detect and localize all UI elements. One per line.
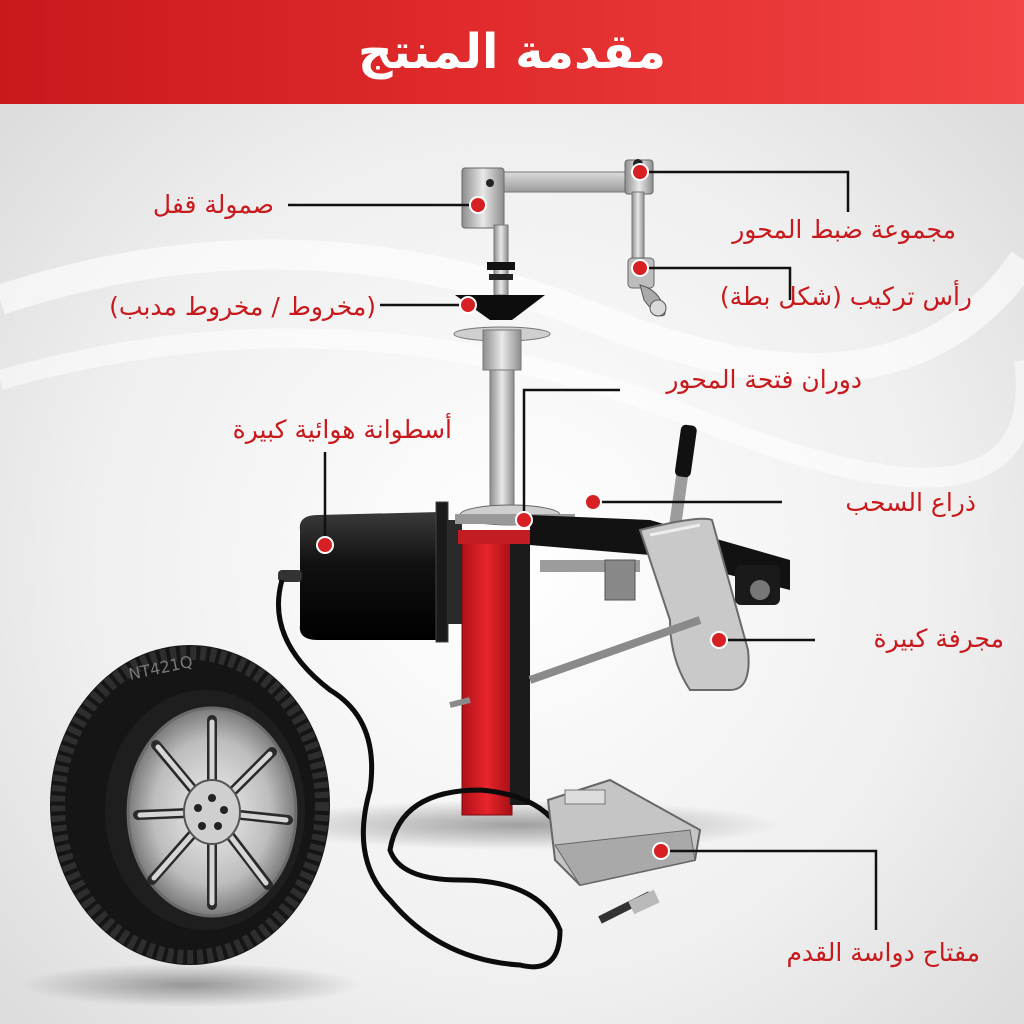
marker-axis-adjust: [631, 163, 649, 181]
tire-with-rim: NT421Q: [50, 645, 330, 965]
label-pull-arm: ذراع السحب: [845, 488, 976, 517]
base-frame: [449, 616, 702, 708]
bead-breaker-shovel: [638, 517, 780, 691]
leader-lines: [288, 170, 878, 930]
red-column: [458, 530, 530, 816]
marker-shovel: [710, 631, 728, 649]
label-large-shovel: مجرفة كبيرة: [873, 624, 1004, 653]
marker-pull-arm: [584, 493, 602, 511]
label-axis-opening-rotation: دوران فتحة المحور: [666, 365, 862, 394]
label-foot-pedal-switch: مفتاح دواسة القدم: [786, 938, 980, 967]
foot-pedal: [546, 778, 702, 887]
label-air-cylinder: أسطوانة هوائية كبيرة: [232, 415, 452, 444]
central-shaft: [453, 224, 551, 521]
label-lock-nut: صمولة قفل: [152, 190, 274, 219]
header-banner: مقدمة المنتج: [0, 0, 1024, 104]
marker-foot-pedal: [652, 842, 670, 860]
marker-axis-rotation: [515, 511, 533, 529]
air-hose: [276, 579, 563, 970]
marker-lock-nut: [469, 196, 487, 214]
marker-cone: [459, 296, 477, 314]
label-axis-adjust-assembly: مجموعة ضبط المحور: [732, 215, 956, 244]
marker-mounting-head: [631, 259, 649, 277]
marker-air-cylinder: [316, 536, 334, 554]
page-title: مقدمة المنتج: [358, 24, 666, 80]
top-arm: [461, 159, 654, 263]
label-cone: (مخروط / مخروط مدبب): [109, 292, 376, 321]
callout-markers: [316, 163, 728, 860]
air-cylinder: [278, 501, 462, 643]
label-mounting-head: رأس تركيب (شكل بطة): [719, 282, 972, 311]
